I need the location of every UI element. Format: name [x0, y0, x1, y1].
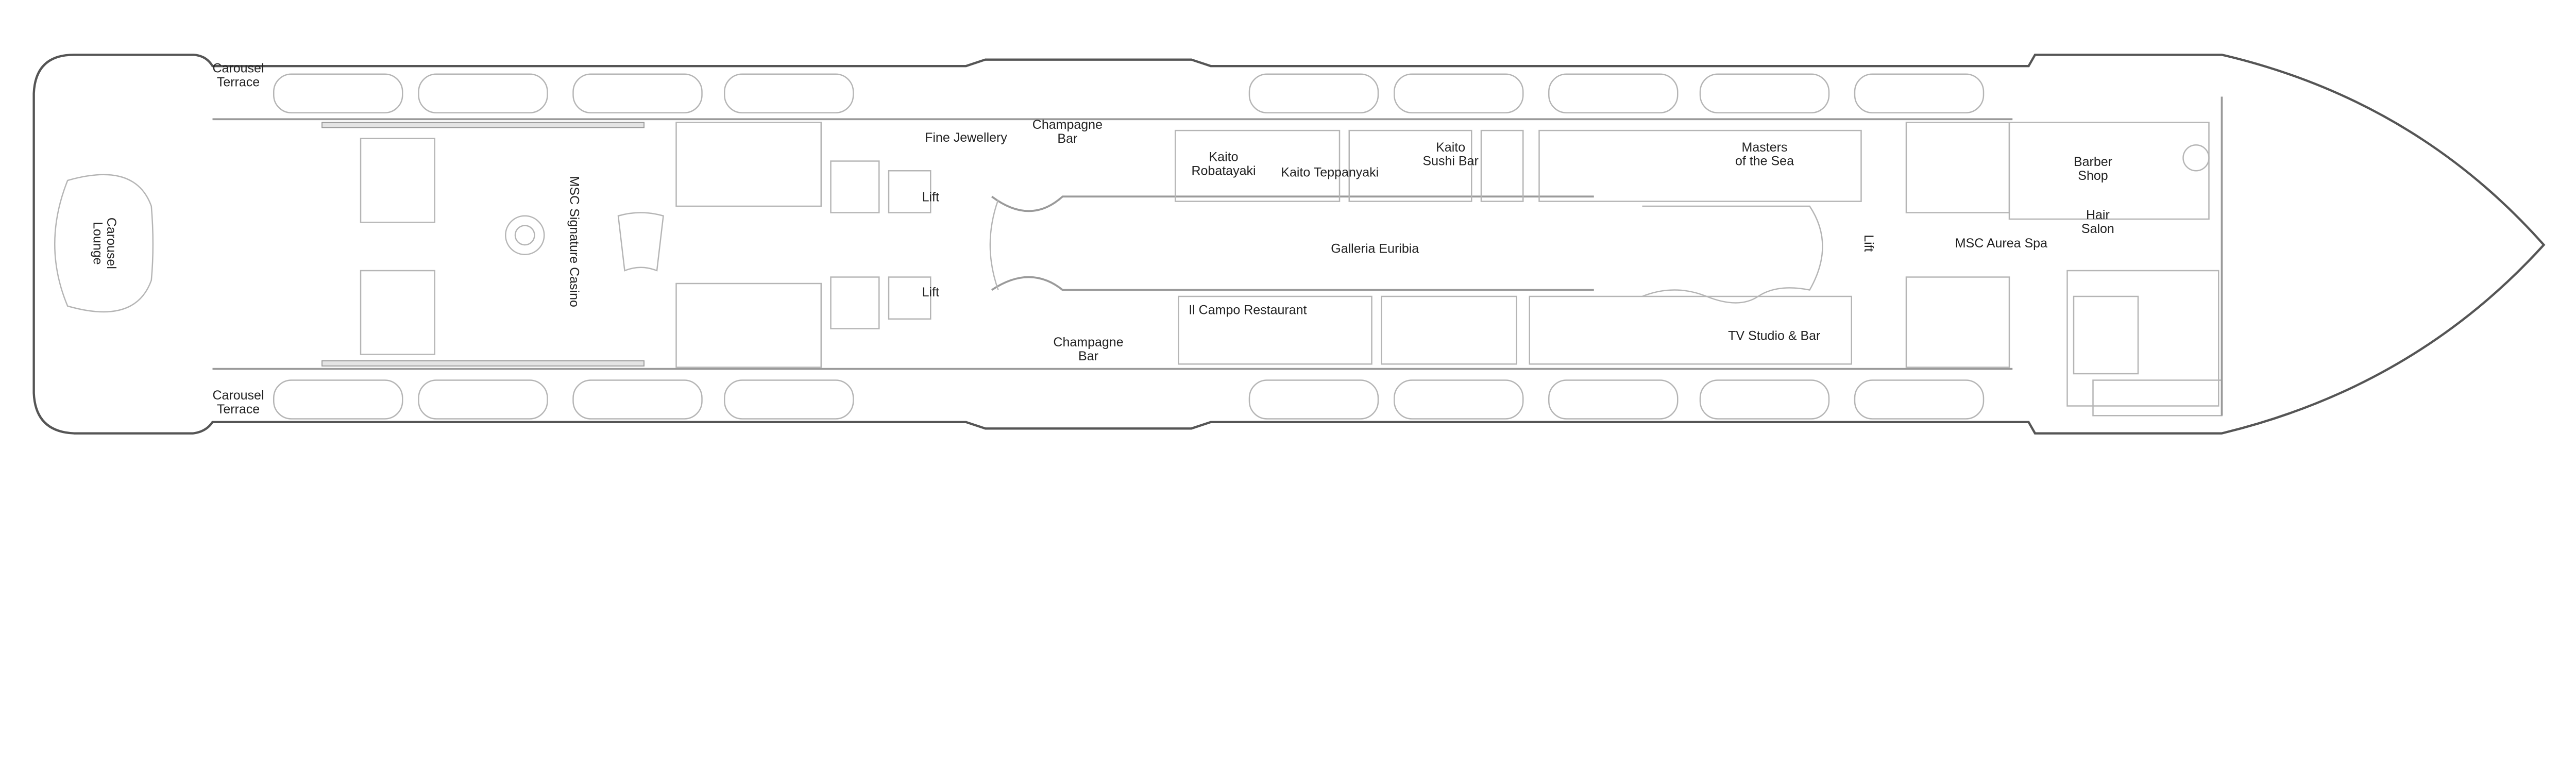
lifeboat — [1248, 379, 1379, 420]
lifeboat — [572, 73, 703, 113]
label-fine-jewellery[interactable]: Fine Jewellery — [925, 130, 1007, 145]
lifeboat — [724, 73, 854, 113]
lifeboat — [418, 379, 548, 420]
label-lift-3[interactable]: Lift — [1861, 235, 1876, 252]
lifeboat-row-top — [273, 73, 1985, 113]
label-il-campo-restaurant[interactable]: Il Campo Restaurant — [1189, 303, 1307, 317]
lifeboat — [724, 379, 854, 420]
lifeboat — [1699, 379, 1830, 420]
lifeboat — [273, 379, 403, 420]
lifeboat — [1548, 73, 1679, 113]
lifeboat-row-bottom — [273, 379, 1985, 420]
lifeboat — [1854, 379, 1985, 420]
lifeboat — [1699, 73, 1830, 113]
label-tv-studio-bar[interactable]: TV Studio & Bar — [1728, 328, 1820, 343]
lifeboat — [418, 73, 548, 113]
label-galleria-euribia[interactable]: Galleria Euribia — [1331, 242, 1419, 256]
interior-walls — [212, 96, 2223, 417]
label-kaito-teppanyaki[interactable]: Kaito Teppanyaki — [1281, 165, 1379, 180]
label-msc-signature-casino[interactable]: MSC Signature Casino — [567, 176, 581, 307]
label-msc-aurea-spa[interactable]: MSC Aurea Spa — [1955, 236, 2047, 251]
label-lift-1[interactable]: Lift — [922, 190, 939, 205]
lifeboat — [1854, 73, 1985, 113]
lifeboat — [273, 73, 403, 113]
lifeboat — [1248, 73, 1379, 113]
lifeboat — [1394, 379, 1524, 420]
label-lift-2[interactable]: Lift — [922, 285, 939, 300]
lifeboat — [1548, 379, 1679, 420]
ship-hull — [32, 54, 2546, 435]
lifeboat — [1394, 73, 1524, 113]
label-carousel-lounge[interactable]: CarouselLounge — [90, 218, 118, 269]
lifeboat — [572, 379, 703, 420]
carousel-lounge-outline — [54, 174, 154, 313]
